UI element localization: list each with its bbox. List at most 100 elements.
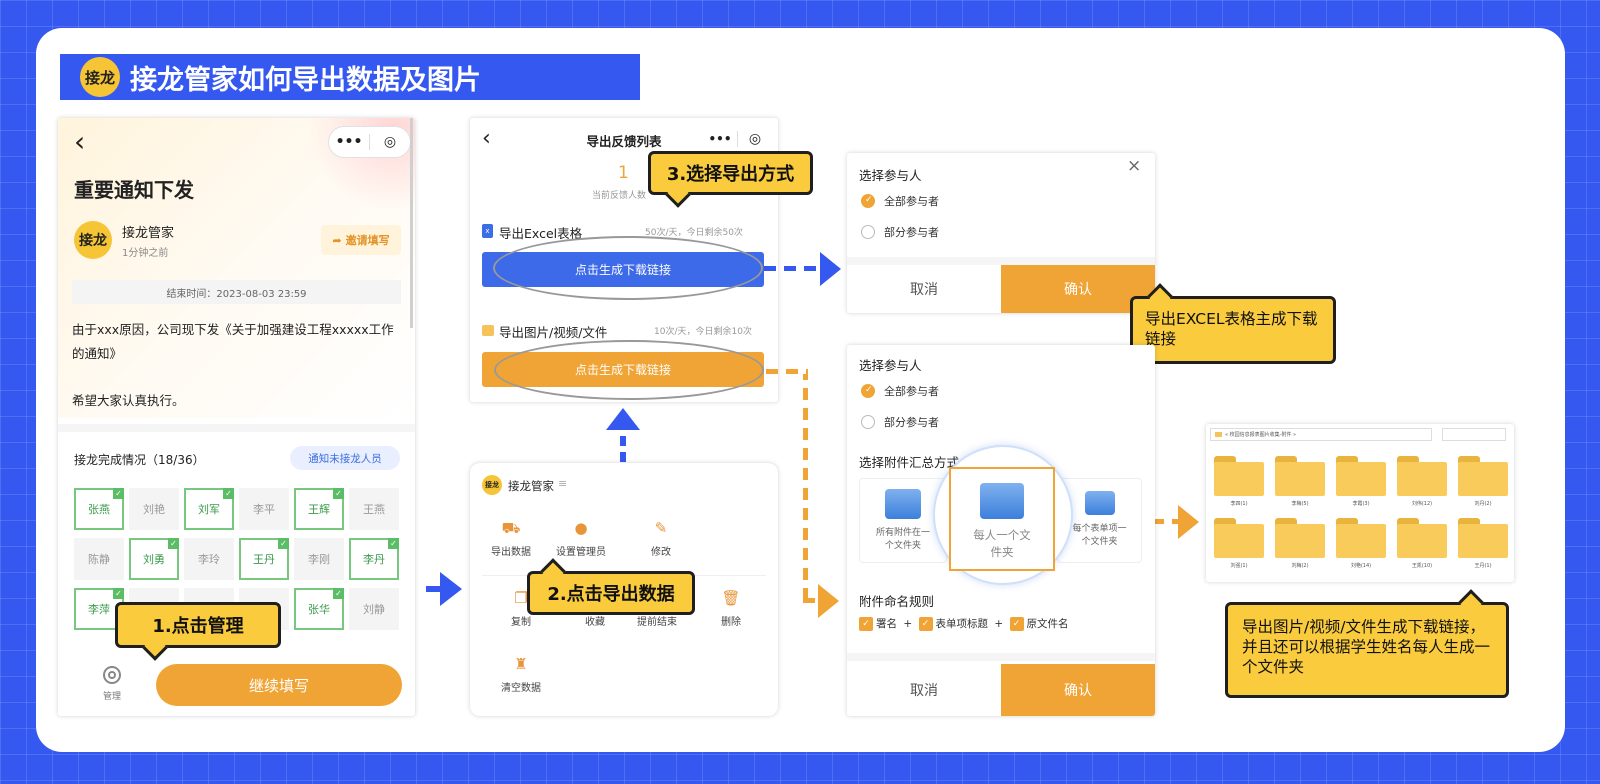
radio-partial[interactable]: 部分参与者 [861,414,939,430]
continue-button[interactable]: 继续填写 [156,664,402,706]
explorer-search[interactable] [1442,428,1506,441]
callout-text: 导出EXCEL表格主成下载链接 [1145,310,1318,348]
participant-chip[interactable]: 刘勇 [129,538,179,580]
back-button-2[interactable]: ‹ [482,126,491,151]
check-icon[interactable]: ✓ [1009,617,1024,631]
app-logo: 接龙 [482,475,502,495]
author-name: 接龙管家 [122,226,175,241]
confirm-button[interactable]: 确认 [1001,265,1155,313]
folder-label: 李梅(5) [1291,501,1309,507]
rule-title: 附件命名规则 [859,594,935,609]
participant-chip[interactable]: 张燕 [74,488,124,530]
scrollbar[interactable] [410,118,413,328]
more-icon[interactable]: ••• [335,134,363,150]
arrowhead-orange-2 [1178,505,1199,539]
rule-label: 署名 [876,618,897,630]
folder-icon[interactable] [1458,518,1508,558]
arrowhead-orange [818,584,839,618]
menu-item-label: 清空数据 [501,683,541,694]
feedback-count: 1 [618,163,629,183]
dialog-title: 选择参与人 [859,168,922,183]
folder-label: 刘艳(14) [1350,563,1372,569]
menu-item-0[interactable]: ⛟导出数据 [478,519,544,558]
folder-stack-icon [885,489,921,519]
mode-option-single[interactable]: 所有附件在一个文件夹 [859,478,947,563]
participant-chip[interactable]: 陈静 [74,538,124,580]
participant-chip[interactable]: 王辉 [294,488,344,530]
manage-button[interactable]: 管理 [90,666,134,702]
check-icon[interactable]: ✓ [918,617,933,631]
menu-item-icon: 🗑 [721,589,741,607]
folder-icon[interactable] [1214,456,1264,496]
notice-body: 由于xxx原因，公司现下发《关于加强建设工程xxxxx工作的通知》 [72,322,394,361]
menu-item-label: 设置管理员 [556,547,606,558]
cancel-button[interactable]: 取消 [847,664,1001,716]
menu-icon[interactable]: ≡ [558,477,568,490]
folder-label: 刘强(1) [1230,563,1248,569]
notify-button[interactable]: 通知未接龙人员 [290,446,400,470]
menu-item-3[interactable]: ❐复制 [488,589,554,628]
invite-button[interactable]: ➦邀请填写 [321,225,401,255]
menu-item-6[interactable]: 🗑删除 [698,589,764,628]
folder-label: 刘伟(12) [1411,501,1433,507]
callout-click-manage: 1.点击管理 [115,602,281,661]
jielong-logo: 接龙 [80,57,120,97]
more-icon[interactable]: ••• [708,132,732,146]
callout-choose-export: 3.选择导出方式 [648,151,813,208]
folder-icon[interactable] [1458,456,1508,496]
participant-chip[interactable]: 刘艳 [129,488,179,530]
radio-checked-icon [861,194,875,208]
menu-item-label: 导出数据 [491,547,531,558]
folder-icon[interactable] [1336,456,1386,496]
mode-label: 所有附件在一个文件夹 [875,528,930,551]
participant-chip[interactable]: 王丹 [239,538,289,580]
folder-icon[interactable] [1336,518,1386,558]
folder-stack-icon [1084,491,1115,515]
menu-item-icon: ● [574,519,588,537]
share-icon: ➦ [332,233,342,247]
participant-chip[interactable]: 李刚 [294,538,344,580]
excel-highlight-ring [493,236,763,300]
folder-icon[interactable] [1397,518,1447,558]
participant-chip[interactable]: 张华 [294,588,344,630]
participant-chip[interactable]: 王燕 [349,488,399,530]
gear-icon [103,666,121,684]
participant-chip[interactable]: 刘静 [349,588,399,630]
radio-partial[interactable]: 部分参与者 [861,224,939,240]
miniapp-capsule-2: ••• ◎ [703,126,773,152]
folder-icon[interactable] [1275,456,1325,496]
app-name: 接龙管家 [508,479,554,493]
callout-click-export: 2.点击导出数据 [527,558,695,615]
menu-item-label: 复制 [511,617,531,628]
folder-icon[interactable] [1214,518,1264,558]
menu-item-1[interactable]: ● 设置管理员 [548,519,614,558]
confirm-button[interactable]: 确认 [1001,664,1155,716]
callout-excel-note: 导出EXCEL表格主成下载链接 [1130,283,1336,364]
participant-chip[interactable]: 李玲 [184,538,234,580]
participant-chip[interactable]: 李丹 [349,538,399,580]
target-icon[interactable]: ◎ [383,134,397,150]
title-banner: 接龙 接龙管家如何导出数据及图片 [60,54,640,100]
back-button[interactable]: ‹ [74,125,86,158]
callout-text: 导出图片/视频/文件生成下载链接，并且还可以根据学生姓名每人生成一个文件夹 [1242,618,1491,676]
folder-label: 刘丹(2) [1474,501,1492,507]
mode-option-per-person[interactable]: 每人一个文件夹 [949,467,1055,571]
radio-all[interactable]: 全部参与者 [861,193,939,209]
close-icon[interactable]: × [1127,156,1142,176]
folder-icon[interactable] [1275,518,1325,558]
menu-item-2[interactable]: ✎修改 [628,519,694,558]
phone-notice-screen: ‹ •••◎ 重要通知下发 接龙 接龙管家 1分钟之前 ➦邀请填写 结束时间：2… [58,118,415,716]
participant-chip[interactable]: 刘军 [184,488,234,530]
folder-icon[interactable] [1397,456,1447,496]
cancel-button[interactable]: 取消 [847,265,1001,313]
participant-chip[interactable]: 李平 [239,488,289,530]
menu-item-label: 收藏 [585,617,605,628]
menu-item-7[interactable]: ♜清空数据 [488,655,554,694]
folder-label: 王凯(10) [1411,563,1433,569]
check-icon[interactable]: ✓ [859,617,873,631]
callout-text: 2.点击导出数据 [547,584,675,605]
radio-group: 全部参与者 部分参与者 [861,383,939,445]
radio-all[interactable]: 全部参与者 [861,383,939,399]
target-icon[interactable]: ◎ [748,131,762,147]
excel-quota: 50次/天，今日剩余50次 [645,228,743,238]
